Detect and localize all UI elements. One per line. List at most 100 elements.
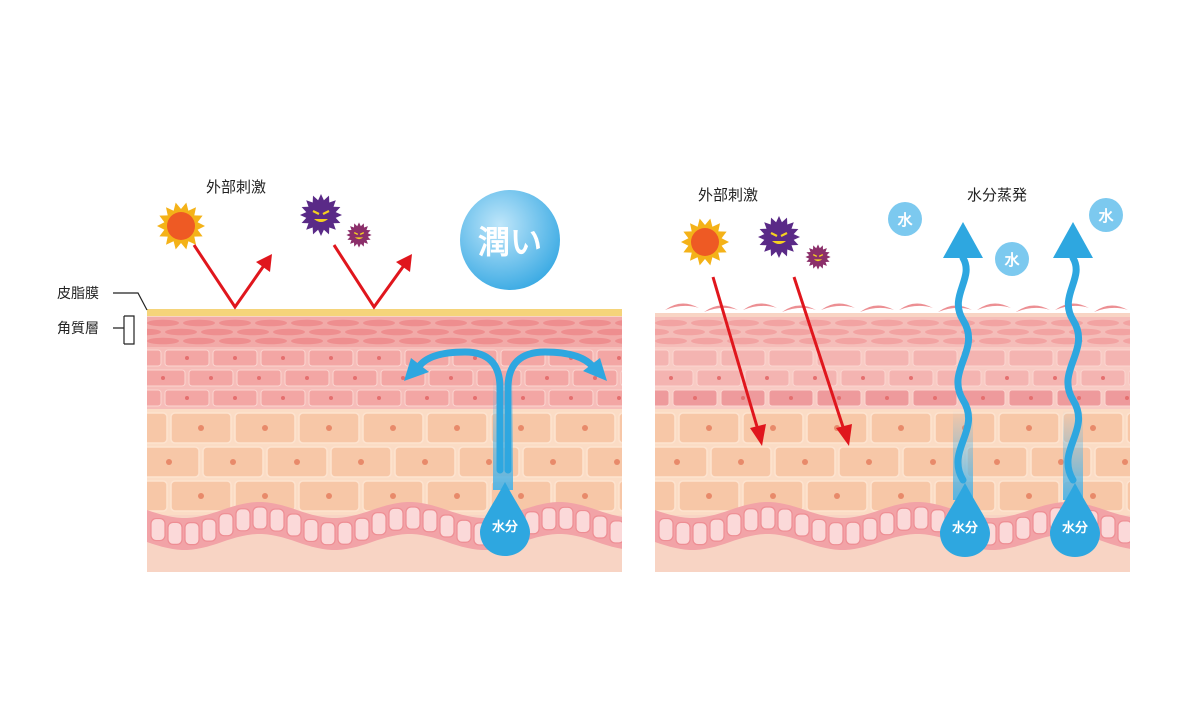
basal-cell: [456, 519, 472, 543]
spinous-cell: [147, 446, 200, 478]
spinous-cell: [147, 412, 168, 444]
right-external-stimulus-label: 外部刺激: [698, 186, 758, 204]
cell-nucleus: [1058, 459, 1064, 465]
basal-cell: [862, 517, 878, 541]
corneum-cell: [471, 319, 503, 327]
corneum-cell: [399, 337, 431, 345]
basal-cell: [218, 513, 234, 537]
cell-nucleus: [390, 493, 396, 499]
cell-nucleus: [789, 396, 793, 400]
corneum-cell: [201, 328, 233, 336]
cell-nucleus: [885, 396, 889, 400]
basal-cell: [575, 509, 591, 534]
corneum-cell: [691, 337, 723, 345]
corneum-cell: [219, 319, 251, 327]
basal-cell: [998, 521, 1014, 545]
sebum-film-label: 皮脂膜: [57, 286, 99, 302]
corneum-cell: [727, 319, 759, 327]
skin-flake: [1055, 303, 1089, 310]
skin-flake: [977, 303, 1011, 310]
cell-nucleus: [582, 493, 588, 499]
basal-cell: [879, 512, 895, 536]
corneum-cell: [561, 328, 593, 336]
arrow-head: [396, 254, 412, 272]
cell-nucleus: [1053, 376, 1057, 380]
basal-cell: [709, 518, 725, 542]
spinous-cell: [618, 480, 622, 512]
cell-nucleus: [614, 459, 620, 465]
cell-nucleus: [706, 493, 712, 499]
cell-nucleus: [185, 356, 189, 360]
cell-nucleus: [134, 493, 140, 499]
cell-nucleus: [329, 396, 333, 400]
water-drop-icon: 水分: [1050, 483, 1100, 557]
corneum-cell: [889, 328, 921, 336]
cell-nucleus: [518, 425, 524, 431]
cell-nucleus: [134, 425, 140, 431]
corneum-cell: [345, 328, 377, 336]
corneum-cell: [817, 328, 849, 336]
granular-cell: [596, 349, 622, 367]
cell-nucleus: [898, 493, 904, 499]
cell-nucleus: [1077, 396, 1081, 400]
germ-icon: [805, 244, 831, 270]
moisture-retention-arrows: [404, 348, 607, 490]
corneum-cell: [745, 328, 777, 336]
spinous-cell: [618, 412, 622, 444]
water-drop-icon: 水分: [480, 482, 530, 556]
cell-nucleus: [198, 493, 204, 499]
reflect-arrow: [332, 244, 407, 310]
cell-nucleus: [770, 493, 776, 499]
healthy-skin-panel: [111, 309, 622, 572]
corneum-cell: [907, 319, 939, 327]
cell-nucleus: [802, 459, 808, 465]
corneum-cell: [507, 337, 539, 345]
cell-nucleus: [550, 459, 556, 465]
cell-nucleus: [569, 396, 573, 400]
corneum-cell: [399, 319, 431, 327]
corneum-cell: [925, 328, 957, 336]
corneum-cell: [111, 338, 143, 345]
cell-nucleus: [326, 425, 332, 431]
corneum-cell: [1015, 337, 1047, 345]
corneum-cell: [979, 337, 1011, 345]
cell-nucleus: [209, 376, 213, 380]
corneum-cell: [727, 337, 759, 345]
basal-cell: [422, 509, 438, 533]
corneum-cell: [219, 337, 251, 345]
stratum-corneum-label: 角質層: [57, 321, 99, 337]
corneum-cell: [309, 328, 341, 336]
cell-nucleus: [669, 376, 673, 380]
basal-cell: [150, 517, 166, 542]
basal-cell: [541, 507, 557, 531]
cell-nucleus: [642, 425, 648, 431]
corneum-cell: [1087, 319, 1119, 327]
cell-nucleus: [1005, 376, 1009, 380]
corneum-cell: [615, 320, 622, 326]
cell-nucleus: [390, 425, 396, 431]
granular-cell: [655, 349, 670, 367]
basal-cell: [337, 521, 353, 545]
cell-nucleus: [706, 425, 712, 431]
cell-nucleus: [933, 396, 937, 400]
corneum-cell: [489, 328, 521, 336]
granular-cells: [645, 349, 1130, 407]
corneum-cell: [907, 337, 939, 345]
cell-nucleus: [1029, 396, 1033, 400]
corneum-cell: [781, 328, 813, 336]
cell-nucleus: [486, 459, 492, 465]
basal-cell: [777, 508, 793, 532]
basal-cell: [439, 514, 455, 538]
water-drop-label: 水分: [492, 519, 518, 535]
basal-cell: [726, 513, 742, 537]
cell-nucleus: [645, 396, 649, 400]
sun-icon: [681, 218, 729, 266]
corneum-cell: [327, 337, 359, 345]
germ-icon: [300, 194, 342, 236]
basal-cell: [167, 521, 183, 545]
basal-cell: [1100, 515, 1116, 539]
skin-flake: [743, 303, 777, 310]
corneum-cell: [619, 338, 651, 345]
corneum-cell: [997, 328, 1029, 336]
